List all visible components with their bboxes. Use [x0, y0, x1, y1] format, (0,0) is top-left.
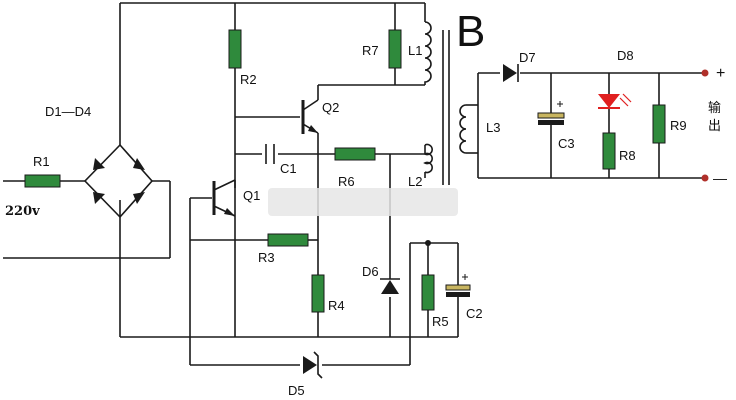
- diode-d6: [380, 265, 400, 294]
- label-r3: R3: [258, 250, 275, 265]
- label-d5: D5: [288, 383, 305, 398]
- label-r9: R9: [670, 118, 687, 133]
- label-r4: R4: [328, 298, 345, 313]
- label-r5: R5: [432, 314, 449, 329]
- output-wiring: [466, 72, 705, 179]
- label-d8: D8: [617, 48, 634, 63]
- label-c2: C2: [466, 306, 483, 321]
- junction-dot: [425, 240, 431, 246]
- label-plus: +: [716, 65, 725, 82]
- diode-d7: [503, 64, 519, 82]
- zener-d5: [303, 351, 323, 379]
- coil-l3: [459, 104, 467, 154]
- resistor-r3: [267, 233, 309, 247]
- label-output-2: 出: [708, 119, 721, 134]
- coil-l1: [424, 21, 432, 85]
- label-c3: C3: [558, 136, 575, 151]
- label-r2: R2: [240, 72, 257, 87]
- coil-l2: [423, 143, 433, 174]
- capacitor-c2: [445, 274, 471, 297]
- label-220v: 220v: [5, 204, 40, 219]
- label-l3: L3: [486, 120, 500, 135]
- label-r7: R7: [362, 43, 379, 58]
- resistor-r8: [602, 132, 616, 170]
- resistor-r4: [311, 274, 325, 313]
- label-q2: Q2: [322, 100, 339, 115]
- bridge-rectifier: [83, 143, 154, 219]
- capacitor-c1: [265, 144, 275, 164]
- label-d1-d4: D1—D4: [45, 104, 91, 119]
- terminal-plus: [701, 69, 709, 77]
- blur-overlay: [268, 188, 458, 216]
- label-q1: Q1: [243, 188, 260, 203]
- label-r6: R6: [338, 174, 355, 189]
- label-output-1: 输: [708, 100, 721, 116]
- label-r1: R1: [33, 154, 50, 169]
- resistor-r7: [388, 29, 402, 69]
- label-d6: D6: [362, 264, 379, 279]
- terminal-minus: [701, 174, 709, 182]
- resistor-r6: [334, 147, 376, 161]
- section-label: B: [456, 7, 485, 56]
- transistor-q1: [212, 179, 236, 217]
- label-c1: C1: [280, 161, 297, 176]
- label-minus: —: [713, 170, 727, 186]
- label-l2: L2: [408, 174, 422, 189]
- resistor-r2: [228, 29, 242, 69]
- label-l1: L1: [408, 43, 422, 58]
- label-r8: R8: [619, 148, 636, 163]
- capacitor-c3: [537, 101, 565, 125]
- label-d7: D7: [519, 50, 536, 65]
- resistor-r1: [24, 174, 61, 188]
- led-d8: [598, 93, 632, 109]
- resistor-r9: [652, 104, 666, 144]
- resistor-r5: [421, 274, 435, 311]
- transistor-q2: [301, 99, 319, 134]
